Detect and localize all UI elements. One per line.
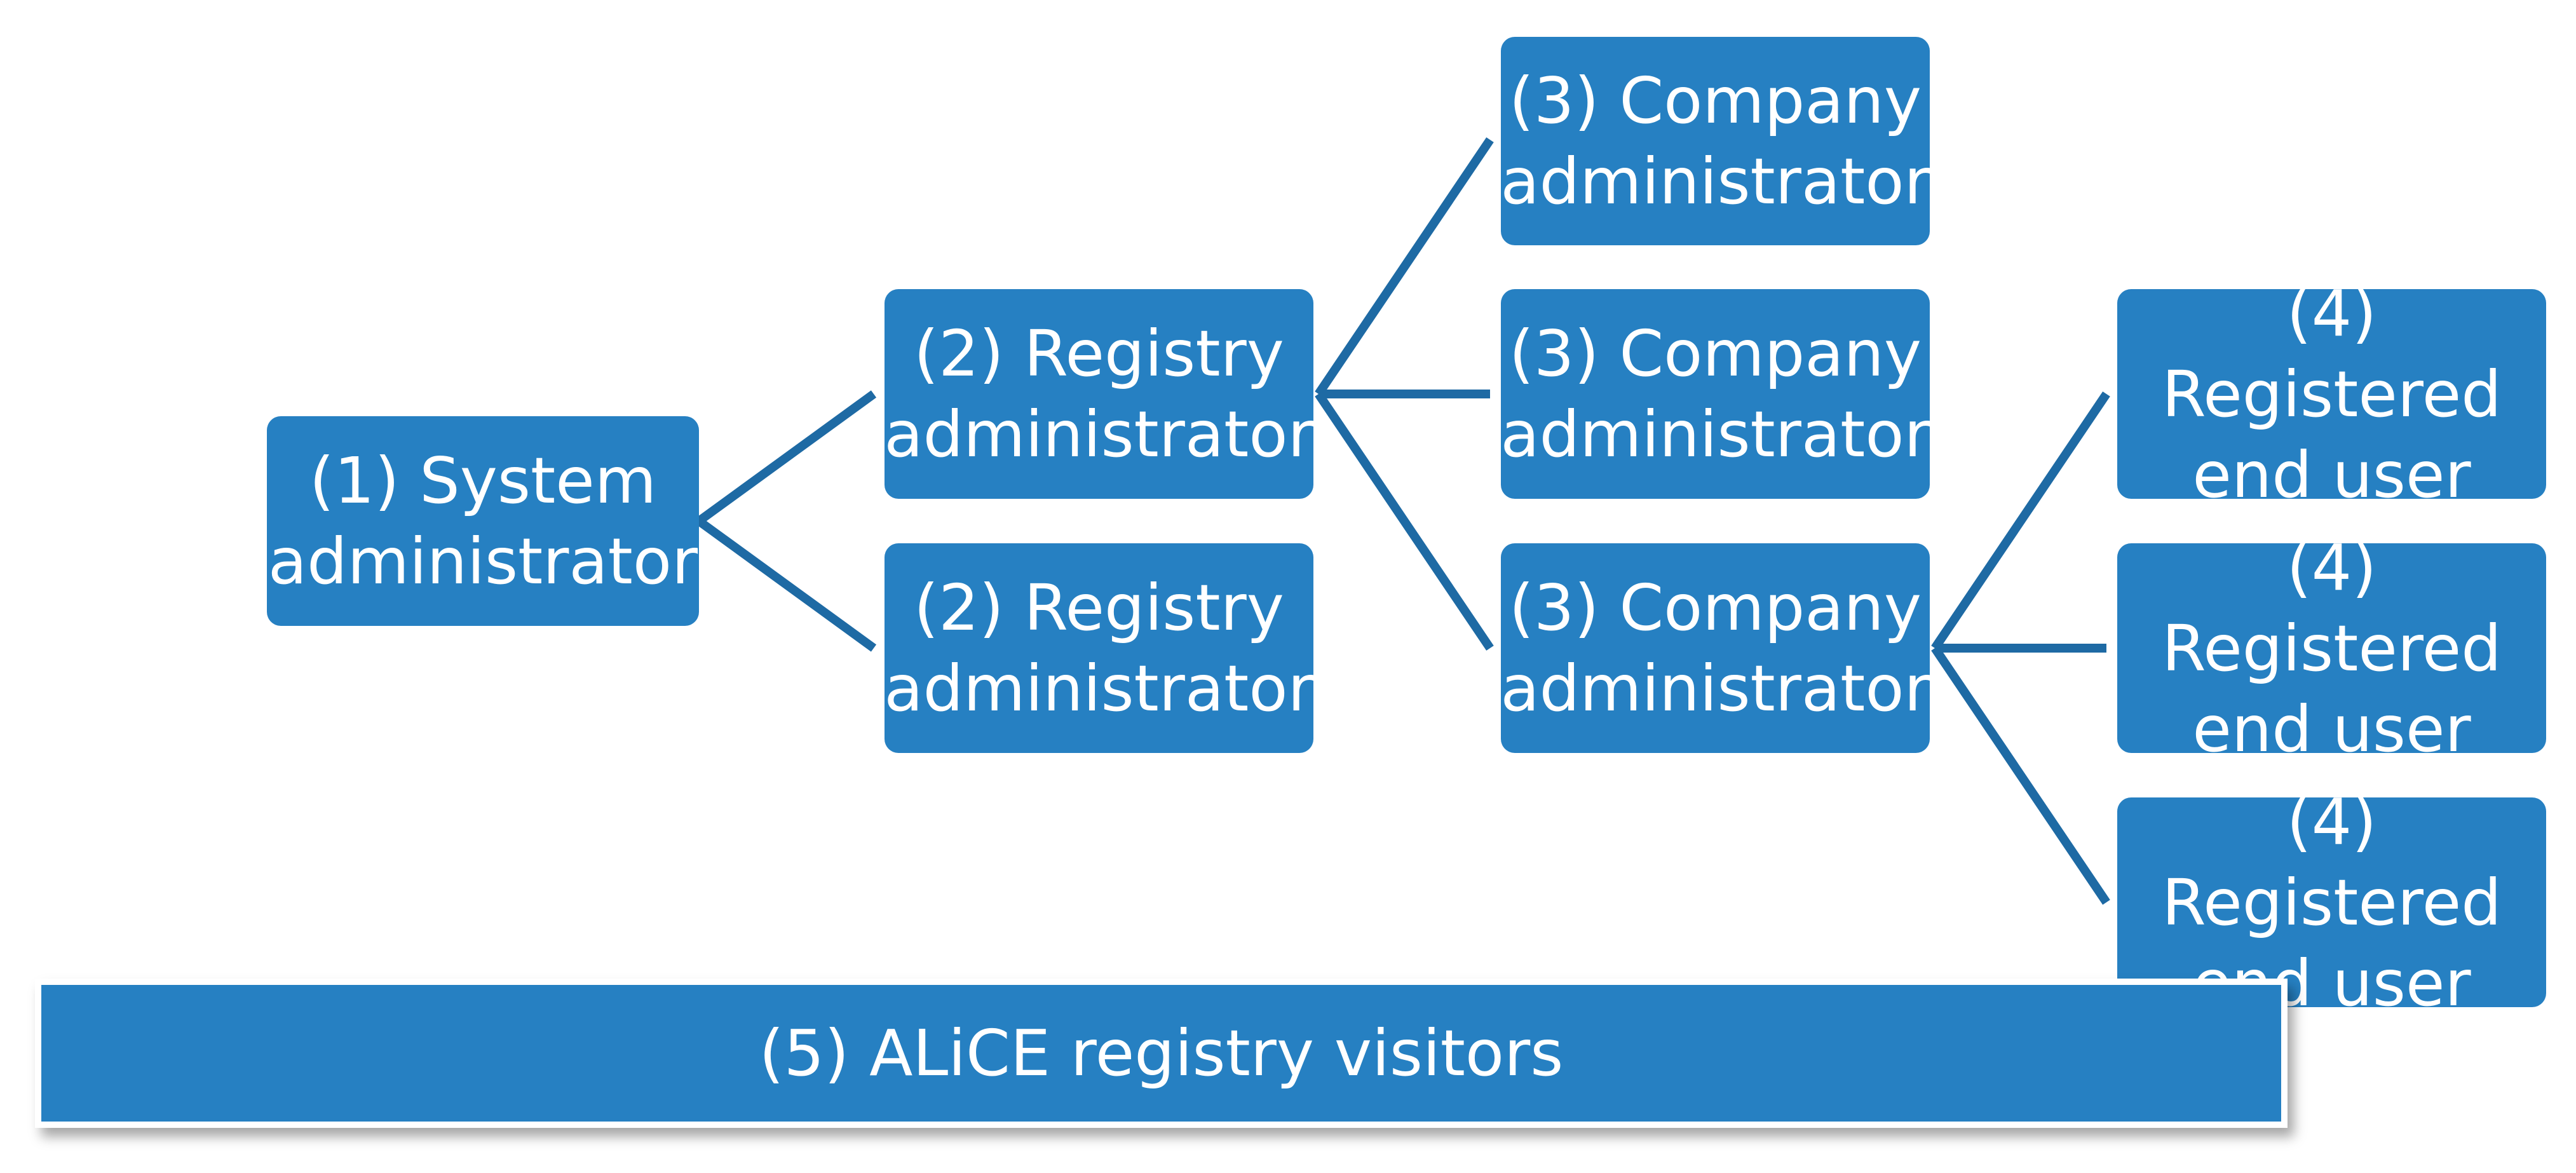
node-system-administrator: (1) System administrator xyxy=(267,416,699,626)
node-registered-end-user-3: (4) Registered end user xyxy=(2117,785,2546,1020)
node-company-administrator-3: (3) Company administrator xyxy=(1500,543,1930,753)
connector-company-to-user-1 xyxy=(1931,391,2110,651)
visitors-banner-label: (5) ALiCE registry visitors xyxy=(759,1016,1564,1090)
connector-registry-to-company-3 xyxy=(1315,391,1494,651)
node-company-administrator-2: (3) Company administrator xyxy=(1500,289,1930,499)
node-registry-administrator-1: (2) Registry administrator xyxy=(884,289,1314,499)
node-registered-end-user-2: (4) Registered end user xyxy=(2117,531,2546,766)
node-registered-end-user-1: (4) Registered end user xyxy=(2117,276,2546,512)
node-company-administrator-1: (3) Company administrator xyxy=(1500,37,1930,245)
connector-system-to-registry-2 xyxy=(696,517,877,652)
visitors-banner: (5) ALiCE registry visitors xyxy=(35,979,2288,1128)
connector-system-to-registry-1 xyxy=(696,390,877,525)
connector-registry-to-company-1 xyxy=(1315,137,1494,397)
node-registry-administrator-2: (2) Registry administrator xyxy=(884,543,1314,753)
connector-company-to-user-3 xyxy=(1931,646,2110,905)
